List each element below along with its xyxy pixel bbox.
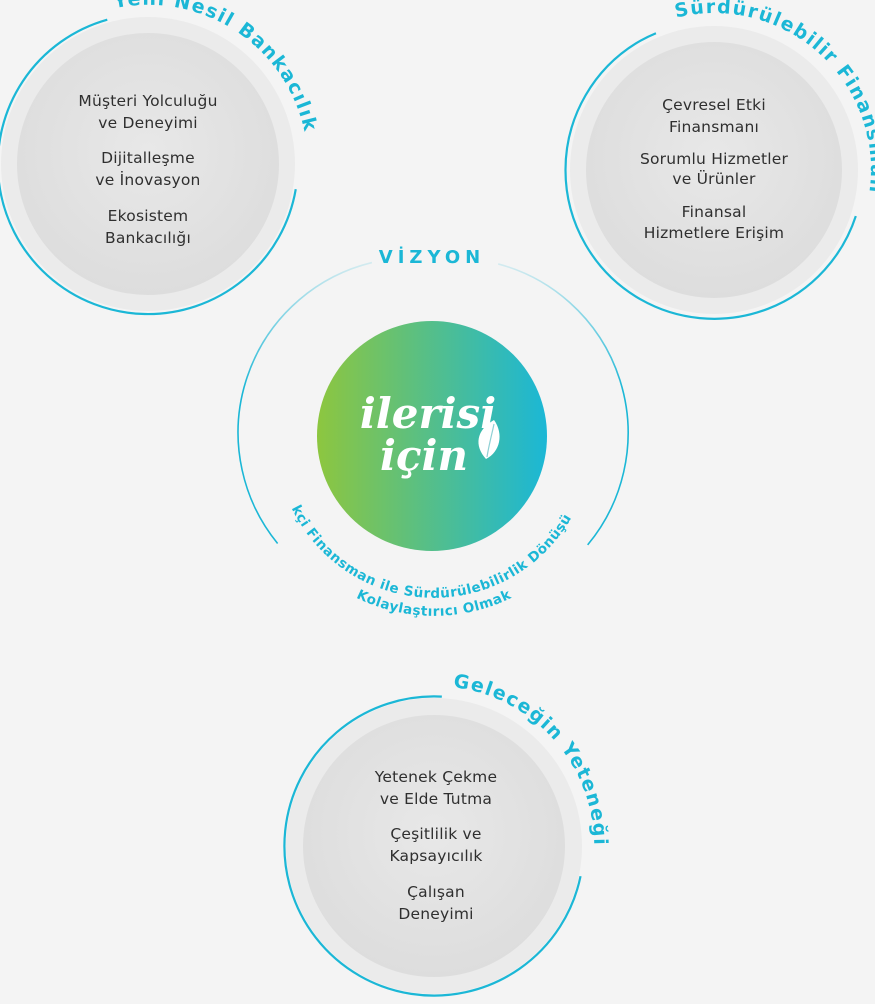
leaf-icon — [478, 420, 500, 459]
pillar-item-line: ve Deneyimi — [98, 114, 198, 132]
pillar-item-line: Müşteri Yolculuğu — [78, 92, 217, 110]
pillar-item-line: Çalışan — [407, 883, 465, 901]
pillar-item-line: ve Elde Tutma — [380, 790, 492, 808]
pillar-item-line: Dijitalleşme — [101, 149, 195, 167]
pillar-item-line: Ekosistem — [108, 207, 189, 225]
pillar-item-line: Kapsayıcılık — [389, 847, 482, 865]
pillar-inner-disc — [303, 715, 565, 977]
vision-ring-left — [237, 261, 373, 544]
pillar-item-line: ve İnovasyon — [95, 170, 200, 189]
logo-line-2: için — [380, 431, 468, 480]
vision-title: VİZYON — [379, 246, 485, 268]
vision-ring-right — [497, 263, 629, 546]
pillar-arc — [0, 18, 297, 316]
leaf-vein-icon — [486, 423, 495, 458]
pillar-yeni-nesil-bankacilik: Yeni Nesil Bankacılık Müşteri Yolculuğu … — [0, 0, 320, 316]
pillar-item-line: Sorumlu Hizmetler — [640, 150, 789, 168]
pillar-arc — [283, 695, 582, 997]
pillar-arc — [564, 32, 857, 320]
pillar-gelecegin-yetenegi: Geleceğin Yeteneği Yetenek Çekme ve Elde… — [283, 670, 610, 997]
pillar-item-line: Finansmanı — [669, 118, 759, 136]
pillar-item-line: Hizmetlere Erişim — [644, 224, 785, 242]
pillar-item-line: Yetenek Çekme — [374, 768, 497, 786]
pillar-item-line: Çeşitlilik ve — [390, 825, 481, 843]
pillar-surdurulebilir-finansman: Sürdürülebilir Finansman Çevresel Etki F… — [564, 0, 875, 320]
pillar-inner-disc — [586, 42, 842, 298]
pillar-item-line: Bankacılığı — [105, 229, 191, 247]
logo-line-1: ilerisi — [360, 389, 496, 438]
pillar-item-line: ve Ürünler — [672, 169, 756, 188]
vision-logo-disc — [317, 321, 547, 551]
pillar-item-line: Finansal — [682, 203, 747, 221]
pillar-item-line: Deneyimi — [398, 905, 473, 923]
pillar-item-line: Çevresel Etki — [662, 96, 766, 114]
pillar-inner-disc — [17, 33, 279, 295]
